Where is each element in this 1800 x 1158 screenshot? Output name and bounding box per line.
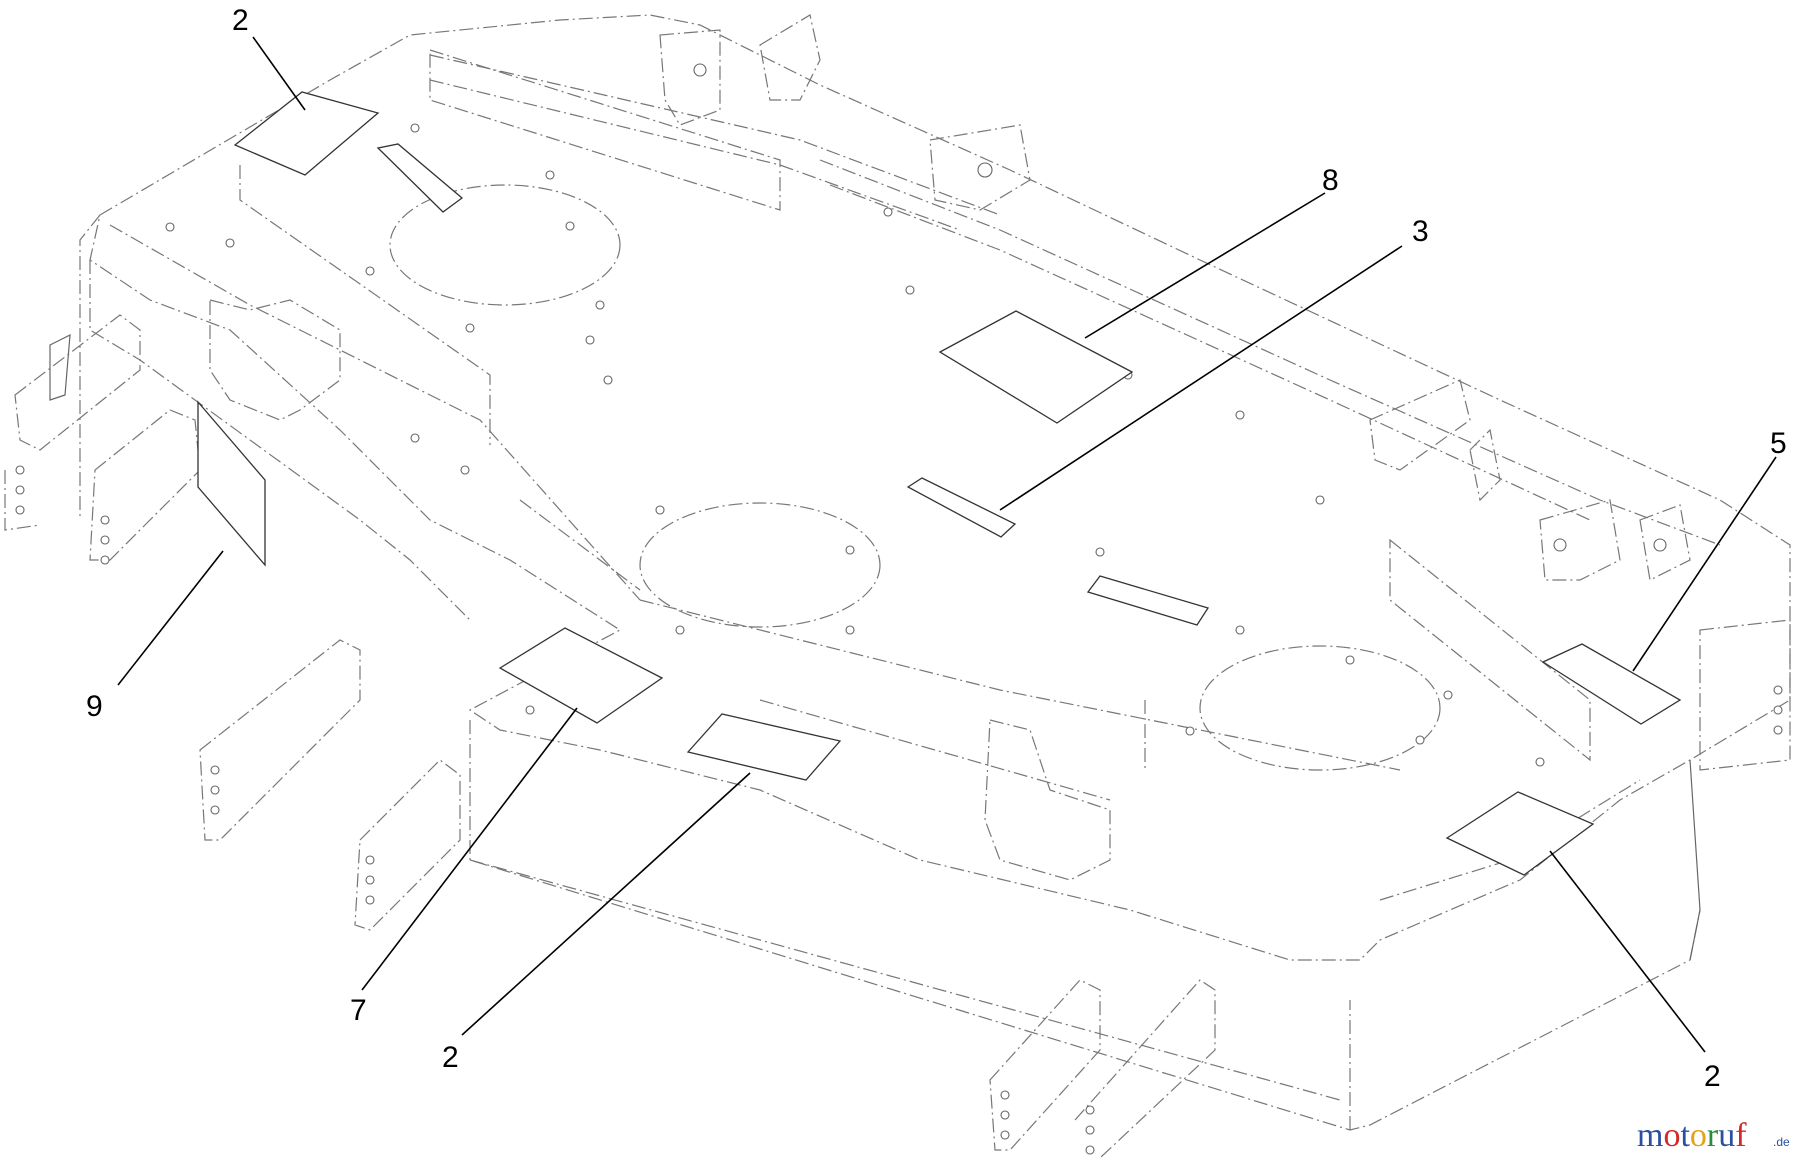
decal-7 [498, 627, 664, 724]
leader-2-front [461, 772, 751, 1036]
decal-small-rear [376, 143, 464, 213]
watermark-letter-r: r [1707, 1117, 1719, 1154]
decal-3 [906, 477, 1017, 538]
leader-8 [1084, 192, 1326, 339]
watermark-logo: motoruf .de [1637, 1117, 1790, 1154]
blade-circles [389, 184, 1441, 771]
callout-3: 3 [1412, 215, 1429, 248]
watermark-letter-f: f [1735, 1117, 1747, 1154]
decal-center [1086, 575, 1210, 626]
leader-lines [117, 36, 1777, 1053]
callout-2-right: 2 [1704, 1060, 1721, 1093]
watermark-letter-u: u [1718, 1117, 1735, 1154]
leader-3 [999, 245, 1403, 511]
decal-2-rear-left [233, 91, 380, 176]
watermark-letter-o1: o [1663, 1117, 1680, 1154]
baffles [239, 49, 1591, 801]
callout-7: 7 [350, 994, 367, 1027]
deck-body [79, 14, 1791, 1131]
decals [197, 91, 1682, 876]
callout-2-top: 2 [232, 4, 249, 37]
decal-5 [1541, 643, 1682, 725]
callout-8: 8 [1322, 164, 1339, 197]
leader-2-right [1549, 850, 1706, 1053]
leader-9 [117, 550, 224, 686]
callout-5: 5 [1770, 427, 1787, 460]
rear-mount-brackets [659, 14, 1791, 771]
leader-5 [1632, 456, 1777, 672]
decal-8 [938, 310, 1134, 424]
decal-9 [197, 400, 266, 567]
watermark-letter-o2: o [1690, 1117, 1707, 1154]
deck-holes [165, 123, 1545, 767]
callout-labels: 2 8 3 5 9 7 2 2 [86, 4, 1787, 1093]
front-hitch-brackets [984, 719, 1216, 1158]
callout-2-front: 2 [442, 1041, 459, 1074]
watermark-text: motoruf [1637, 1117, 1747, 1154]
watermark-letter-t: t [1680, 1117, 1690, 1154]
callout-9: 9 [86, 690, 103, 723]
watermark-suffix: .de [1773, 1135, 1790, 1149]
leader-7 [361, 707, 578, 991]
left-hitch-brackets [4, 299, 461, 931]
leader-2-top [252, 36, 306, 111]
decal-2-front [686, 713, 842, 781]
decal-2-right [1445, 791, 1595, 876]
watermark-letter-m: m [1637, 1117, 1663, 1154]
